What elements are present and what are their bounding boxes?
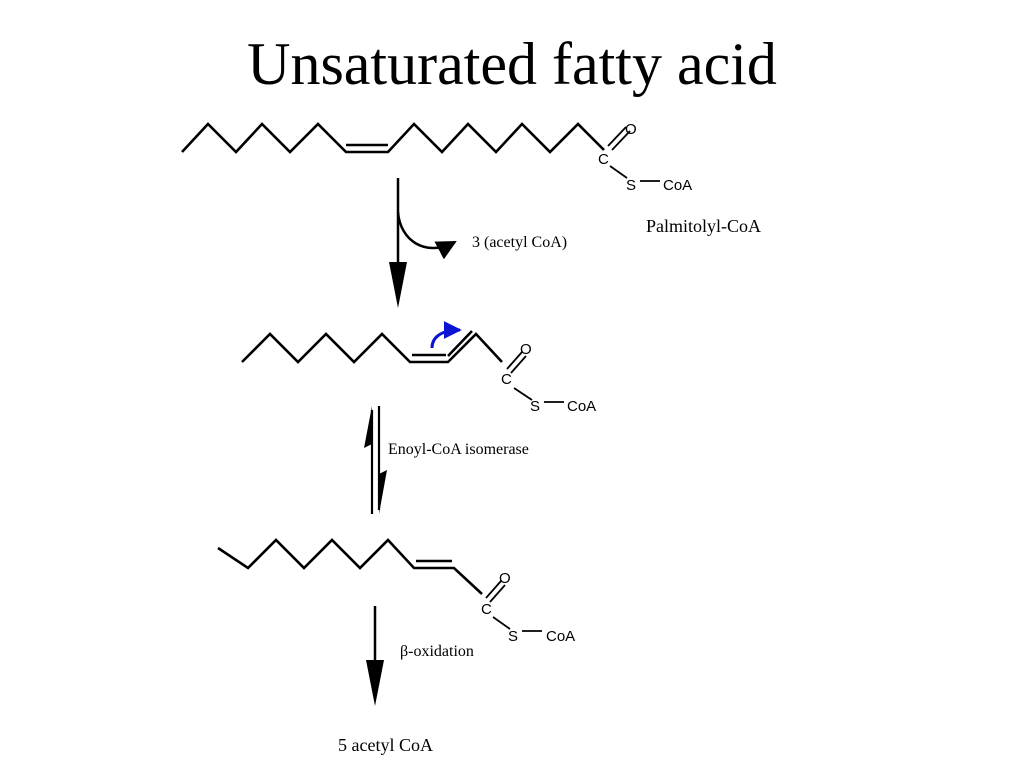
molecule2-oxygen: O (520, 341, 532, 358)
step1-arrow-group: 3 (acetyl CoA) (389, 178, 567, 308)
molecule1-carbon-chain (181, 122, 605, 154)
step3-arrow-group: β-oxidation (366, 606, 474, 706)
molecule2-coa: CoA (567, 398, 596, 415)
step2-up-arrowhead (364, 406, 372, 448)
molecule2-carbon: C (501, 371, 512, 388)
molecule3-coa: CoA (546, 628, 575, 645)
molecule2-sulfur: S (530, 398, 540, 415)
molecule1-carbonyl-bond (607, 126, 627, 147)
molecule1-carbon: C (598, 151, 609, 168)
molecule2-carbonyl-bond2 (510, 355, 527, 374)
slide-title: Unsaturated fatty acid (247, 31, 777, 97)
molecule3-carbon-chain (217, 538, 483, 595)
molecule3-carbon: C (481, 601, 492, 618)
step2-equilibrium-arrows: Enoyl-CoA isomerase (364, 406, 529, 514)
step1-byproduct-label: 3 (acetyl CoA) (472, 234, 567, 251)
molecule1-carbonyl-bond2 (611, 130, 631, 151)
molecule1-sulfur: S (626, 177, 636, 194)
molecule3-sulfur: S (508, 628, 518, 645)
cis-enoyl-coa-molecule: O C S CoA (241, 321, 596, 415)
trans-enoyl-coa-molecule: O C S CoA (217, 538, 575, 645)
molecule2-carbon-chain (241, 332, 503, 364)
molecule1-oxygen: O (625, 121, 637, 138)
electron-push-arrow (430, 321, 462, 349)
molecule1-name: Palmitolyl-CoA (646, 216, 761, 236)
step3-arrowhead (366, 660, 384, 706)
step3-process-label: β-oxidation (400, 643, 474, 660)
step1-arrowhead (389, 262, 407, 308)
molecule1-cs-bond (609, 165, 628, 179)
molecule3-carbonyl-bond2 (489, 584, 506, 603)
molecule3-cs-bond (492, 616, 511, 630)
final-product-label: 5 acetyl CoA (338, 735, 433, 755)
molecule2-db-side (447, 330, 473, 357)
step2-enzyme-label: Enoyl-CoA isomerase (388, 441, 529, 458)
molecule2-cs-bond (513, 387, 533, 401)
step1-side-arrow (396, 211, 457, 260)
molecule1-coa: CoA (663, 177, 692, 194)
molecule2-carbonyl-bond (506, 351, 523, 370)
step2-down-arrowhead (379, 470, 387, 514)
molecule3-oxygen: O (499, 570, 511, 587)
palmitolyl-coa-molecule: O C S CoA Palmitolyl-CoA (181, 121, 761, 236)
molecule3-carbonyl-bond (485, 580, 502, 599)
